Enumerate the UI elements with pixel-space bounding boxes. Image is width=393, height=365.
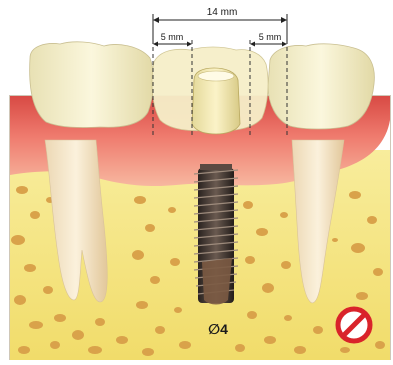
right-gap-dimension: 5 mm [250,32,287,47]
implant-diameter-label: ∅4 [208,321,228,337]
left-gap-label: 5 mm [161,32,184,42]
right-tooth-crown [268,44,374,129]
left-tooth-crown [30,42,154,128]
dental-implant [194,164,238,305]
total-width-label: 14 mm [207,7,238,18]
prohibited-sign-icon [338,309,370,341]
abutment-top [198,71,234,81]
right-gap-label: 5 mm [259,32,282,42]
left-gap-dimension: 5 mm [153,32,192,47]
